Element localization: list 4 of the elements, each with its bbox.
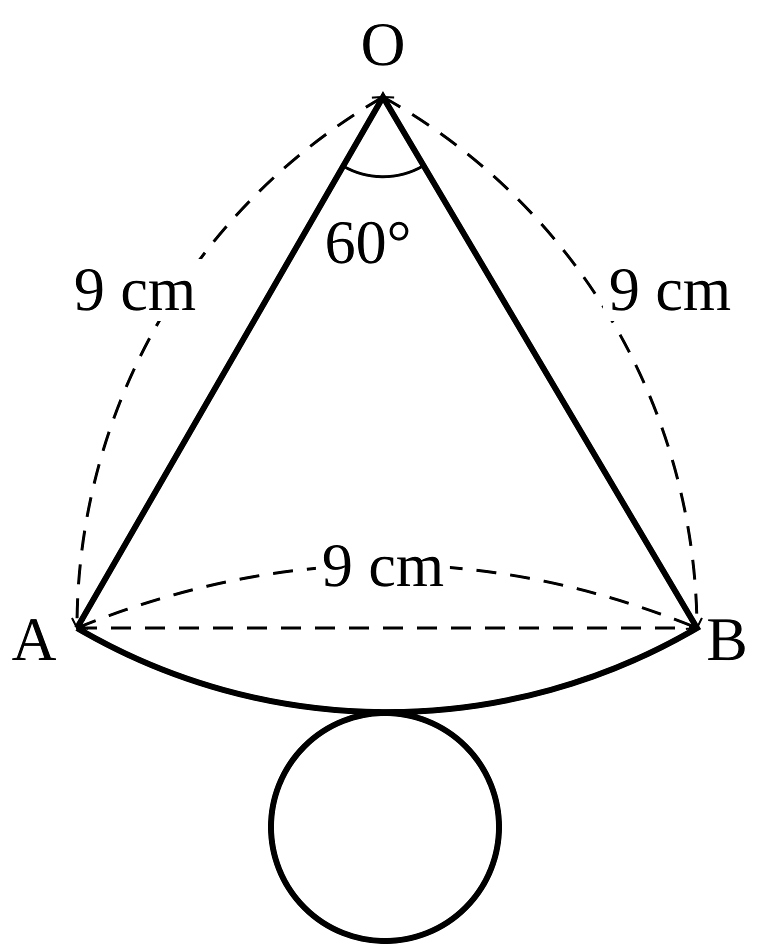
point-label: A xyxy=(12,609,56,671)
angle-label: 60° xyxy=(324,212,412,274)
point-label: O xyxy=(360,14,406,76)
point-label: B xyxy=(706,609,748,671)
